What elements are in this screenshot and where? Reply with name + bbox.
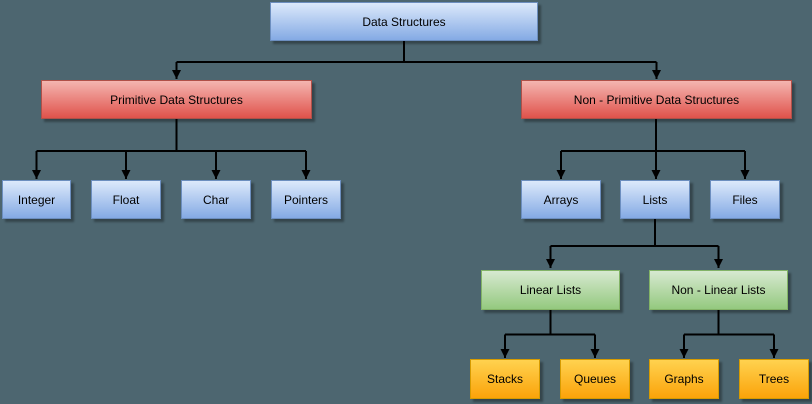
node-label: Pointers [283, 192, 329, 207]
node-label: Trees [758, 372, 790, 386]
node-label: Linear Lists [519, 283, 582, 297]
node-label: Non - Linear Lists [671, 283, 766, 297]
node-pointers: Pointers [271, 180, 341, 219]
node-data-structures: Data Structures [270, 2, 538, 41]
node-label: Queues [573, 372, 617, 386]
node-label: Files [732, 192, 758, 207]
node-queues: Queues [560, 359, 630, 399]
node-lists: Lists [620, 180, 690, 219]
node-label: Arrays [543, 192, 579, 207]
node-graphs: Graphs [649, 359, 719, 399]
node-label: Stacks [486, 372, 523, 386]
node-files: Files [710, 180, 780, 219]
node-non-linear-lists: Non - Linear Lists [649, 270, 788, 310]
node-non-primitive-data-structures: Non - Primitive Data Structures [521, 80, 792, 119]
node-primitive-data-structures: Primitive Data Structures [41, 80, 312, 119]
node-label: Non - Primitive Data Structures [573, 92, 740, 107]
node-trees: Trees [739, 359, 809, 399]
node-label: Lists [642, 192, 668, 207]
node-label: Graphs [664, 372, 704, 386]
node-label: Data Structures [362, 14, 446, 29]
node-linear-lists: Linear Lists [481, 270, 620, 310]
node-char: Char [181, 180, 251, 219]
node-label: Float [112, 192, 140, 207]
node-float: Float [91, 180, 161, 219]
node-stacks: Stacks [470, 359, 540, 399]
node-label: Char [202, 192, 229, 207]
node-label: Primitive Data Structures [110, 92, 243, 107]
node-arrays: Arrays [521, 180, 601, 219]
node-label: Integer [17, 192, 56, 207]
node-integer: Integer [2, 180, 71, 219]
